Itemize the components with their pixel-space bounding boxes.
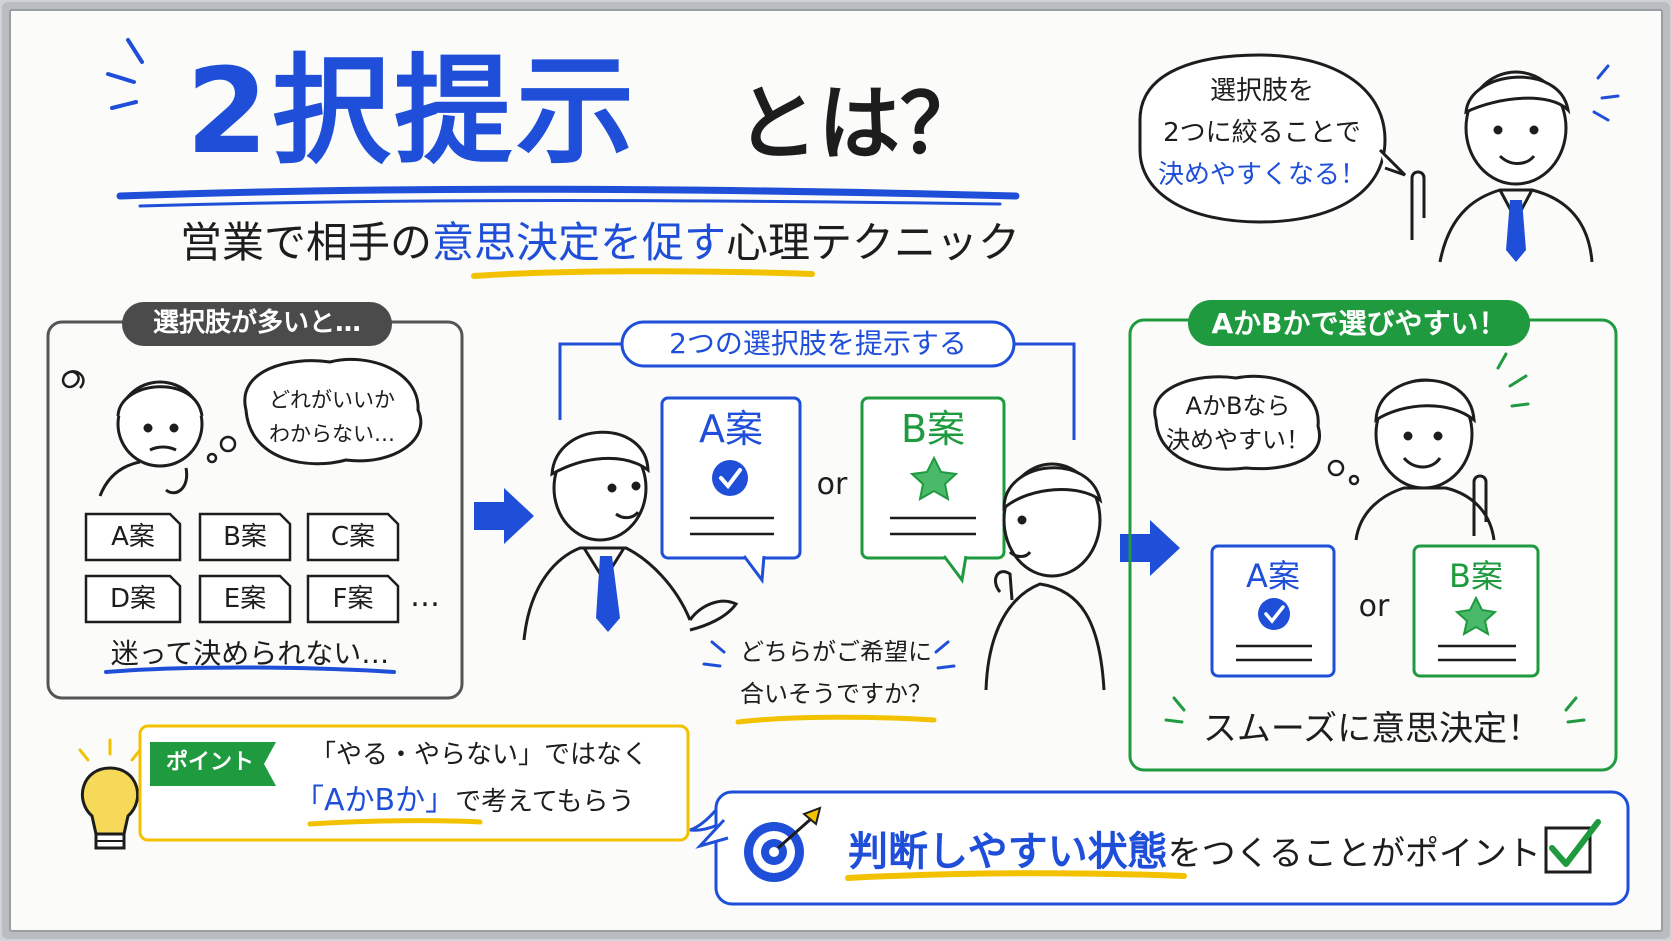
page-title-suffix: とは？ [736,77,983,172]
happy-accent-marks [1496,352,1530,408]
salesman-tie [596,556,620,632]
right-card-b-label: B案 [1449,557,1503,595]
point-tag [150,742,276,786]
happy-person [1354,378,1496,541]
presenter-bubble-line2: 2つに絞ることで [1163,118,1361,148]
left-panel-header: 選択肢が多いと… [152,308,362,338]
target-icon [744,806,822,882]
subtitle: 営業で相手の意思決定を促す心理テクニック [180,222,1020,264]
right-or: or [1358,589,1390,624]
question-line1: どちらがご希望に [740,638,932,666]
presenter-tie [1506,200,1526,262]
summary-highlight: 判断しやすい状態 [848,829,1168,875]
left-panel-header-pill [122,302,392,346]
middle-card-b-label: B案 [900,407,966,451]
point-box [138,724,690,842]
summary-underline [845,870,1187,881]
right-panel-header-pill [1188,300,1530,346]
right-thought-line1: AかBなら [1185,392,1291,420]
middle-panel-header: 2つの選択肢を提示する [669,327,967,360]
option-b: B案 [223,522,267,552]
summary-text: 判断しやすい状態をつくることがポイント [848,832,1541,872]
question-underline [735,714,937,725]
middle-panel-header-pill [620,320,1016,368]
more-options: … [410,579,440,614]
point-line2-highlight: 「AかBか」 [294,783,456,818]
presenter-bubble-line3: 決めやすくなる！ [1157,160,1367,190]
page-title: 2択提示 [186,42,639,180]
presenter-speech-bubble [1138,53,1387,224]
middle-card-a-label: A案 [699,407,763,451]
left-option-cards [84,512,400,624]
confusion-swirl [61,370,85,389]
option-a: A案 [111,522,155,552]
star-icon [909,455,959,501]
point-line1: 「やる・やらない」ではなく [310,740,649,770]
point-underline [307,818,483,827]
option-f: F案 [332,584,374,614]
subtitle-pre: 営業で相手の [180,218,433,267]
left-thought-line2: わからない… [269,422,395,446]
left-thought-bubble [243,357,423,466]
flow-arrow-1 [474,488,534,544]
subtitle-highlight: 意思決定を促す [432,218,727,267]
presenter-accent-marks [1592,64,1620,122]
right-thought-bubble [1153,374,1322,471]
point-tag-label: ポイント [166,750,255,775]
option-c: C案 [330,522,376,552]
right-card-a-label: A案 [1246,557,1300,595]
right-star-icon [1454,595,1498,637]
left-caption: 迷って決められない… [110,637,390,670]
option-d: D案 [109,584,157,614]
customer-figure [984,462,1106,691]
left-thought-line1: どれがいいか [269,388,395,412]
point-line2: 「AかBか」で考えてもらう [294,786,635,816]
subtitle-post: 心理テクニック [726,218,1021,267]
right-panel-header: AかBかで選びやすい！ [1211,307,1507,340]
point-line2-post: で考えてもらう [455,787,635,817]
right-thought-line2: 決めやすい！ [1166,426,1310,454]
title-underline [116,185,1020,200]
question-accent-marks [702,640,956,670]
left-caption-underline [104,665,396,674]
middle-or: or [816,467,848,502]
check-circle-icon [712,460,748,496]
summary-rest: をつくることがポイント [1167,834,1541,874]
checkbox-icon [1544,819,1601,874]
title-accent-marks [106,38,144,110]
right-check-circle-icon [1258,598,1290,630]
lightbulb-icon [78,738,142,850]
board-surface [9,9,1663,932]
right-caption: スムーズに意思決定！ [1202,709,1542,749]
question-line2: 合いそうですか？ [740,680,932,708]
subtitle-underline [471,268,815,279]
confused-person [98,380,204,497]
salesman-figure [522,430,739,641]
presenter-bubble-line1: 選択肢を [1209,76,1315,106]
caption-accent-marks [1164,696,1586,724]
flow-arrow-2 [1120,520,1180,576]
option-e: E案 [223,584,267,614]
